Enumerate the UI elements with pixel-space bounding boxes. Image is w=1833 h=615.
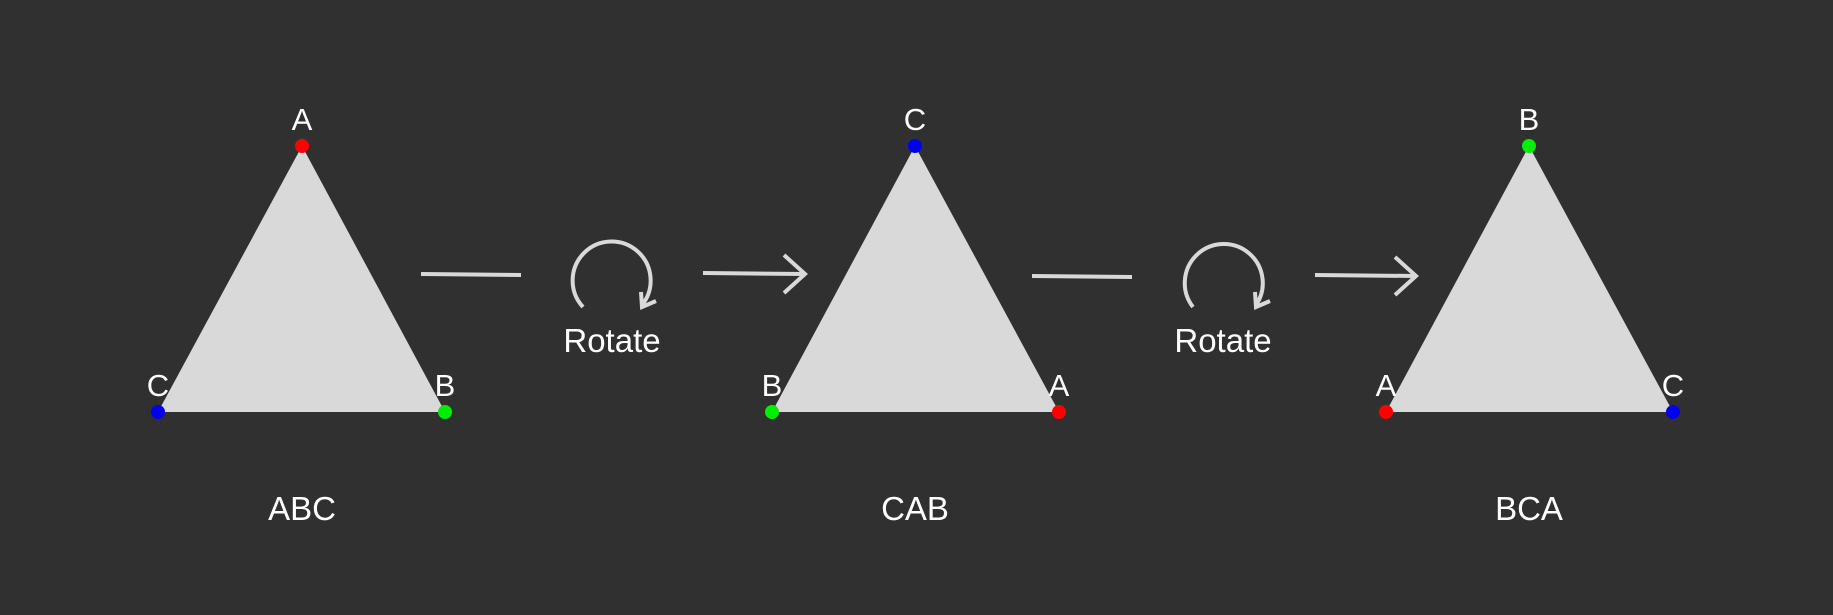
vertex-2-top-label: C: [904, 102, 926, 137]
arrowhead-1: [782, 253, 808, 295]
vertex-3-top: [1522, 139, 1536, 153]
arrow-2-tail: [1031, 274, 1133, 279]
rotate-label-1: Rotate: [563, 322, 660, 359]
rotate-label-2: Rotate: [1174, 322, 1271, 359]
vertex-3-bottom-left: [1379, 405, 1393, 419]
vertex-1-bottom-left-label: C: [147, 368, 169, 403]
triangle-group-1: A C B ABC: [147, 102, 456, 527]
vertex-3-top-label: B: [1519, 102, 1540, 137]
transition-1: Rotate: [420, 239, 808, 359]
vertex-2-bottom-left: [765, 405, 779, 419]
vertex-3-bottom-left-label: A: [1376, 368, 1397, 403]
vertex-1-bottom-right: [438, 405, 452, 419]
vertex-2-bottom-right-label: A: [1049, 368, 1070, 403]
vertex-1-top-label: A: [292, 102, 313, 137]
arrow-1-tail: [420, 272, 522, 277]
arrow-2-shaft: [1314, 273, 1417, 278]
triangle-2-caption: CAB: [881, 490, 949, 527]
triangle-3: [1386, 146, 1673, 412]
triangle-3-caption: BCA: [1495, 490, 1563, 527]
vertex-1-top: [295, 139, 309, 153]
triangle-group-3: B A C BCA: [1376, 102, 1685, 527]
vertex-3-bottom-right: [1666, 405, 1680, 419]
arrowhead-2: [1393, 255, 1419, 297]
rotate-clockwise-icon: [570, 239, 657, 310]
vertex-3-bottom-right-label: C: [1662, 368, 1684, 403]
vertex-1-bottom-right-label: B: [435, 368, 456, 403]
triangle-1-caption: ABC: [268, 490, 336, 527]
triangle-2: [772, 146, 1059, 412]
vertex-2-bottom-left-label: B: [762, 368, 783, 403]
vertex-2-bottom-right: [1052, 405, 1066, 419]
arrow-1-shaft: [702, 271, 806, 276]
vertex-1-bottom-left: [151, 405, 165, 419]
triangle-1: [158, 146, 445, 412]
transition-2: Rotate: [1031, 242, 1419, 359]
vertex-2-top: [908, 139, 922, 153]
rotate-clockwise-icon: [1182, 242, 1271, 310]
triangle-group-2: C B A CAB: [762, 102, 1070, 527]
